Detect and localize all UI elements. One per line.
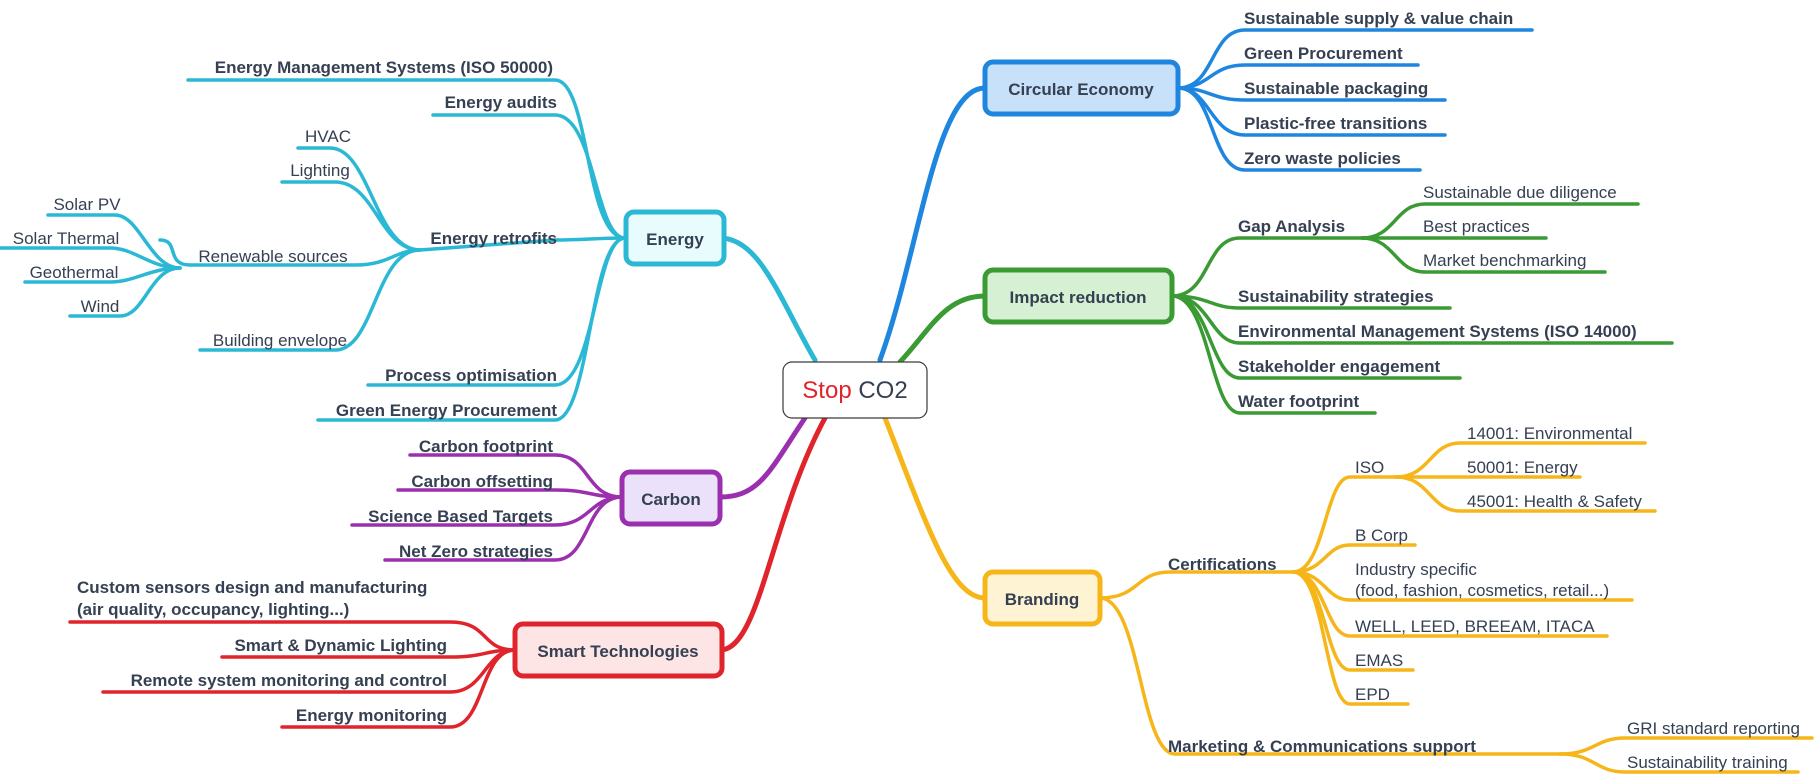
branch-carbon: Carbon Carbon footprint Carbon offsettin… <box>350 437 723 562</box>
impact-item-water[interactable]: Water footprint <box>1238 392 1360 411</box>
root-label-co2: CO2 <box>852 377 908 404</box>
carbon-item-footprint[interactable]: Carbon footprint <box>419 437 553 456</box>
root-label-stop: Stop <box>802 377 851 404</box>
branding-item-epd[interactable]: EPD <box>1355 685 1390 704</box>
energy-item-wind[interactable]: Wind <box>81 297 120 316</box>
energy-item-lighting[interactable]: Lighting <box>290 161 350 180</box>
impact-item-stakeholder[interactable]: Stakeholder engagement <box>1238 357 1441 376</box>
carbon-node-label: Carbon <box>641 490 701 509</box>
energy-item-solar-thermal[interactable]: Solar Thermal <box>13 229 119 248</box>
branding-node[interactable] <box>982 569 1103 627</box>
impact-item-ems14000[interactable]: Environmental Management Systems (ISO 14… <box>1238 322 1637 341</box>
smart-item-sensors-detail: (air quality, occupancy, lighting...) <box>77 600 349 619</box>
impact-item-benchmarking[interactable]: Market benchmarking <box>1423 251 1586 270</box>
branding-item-training[interactable]: Sustainability training <box>1627 753 1788 772</box>
energy-item-green-procurement[interactable]: Green Energy Procurement <box>336 401 557 420</box>
branding-item-industry[interactable]: Industry specific <box>1355 560 1477 579</box>
branch-energy: Energy Energy Management Systems (ISO 50… <box>0 58 727 422</box>
branding-item-gri[interactable]: GRI standard reporting <box>1627 719 1800 738</box>
smart-node[interactable] <box>512 621 725 679</box>
energy-item-retrofits[interactable]: Energy retrofits <box>430 229 557 248</box>
energy-item-audits[interactable]: Energy audits <box>445 93 557 112</box>
branding-item-certifications[interactable]: Certifications <box>1168 555 1277 574</box>
energy-node-label: Energy <box>646 230 704 249</box>
root-node-label: Stop CO2 <box>802 377 907 404</box>
connector-root-energy <box>717 235 818 363</box>
branch-circular: Circular Economy Sustainable supply & va… <box>982 9 1534 172</box>
carbon-node[interactable] <box>619 469 723 527</box>
energy-item-solar-pv[interactable]: Solar PV <box>53 195 121 214</box>
branch-impact: Impact reduction Gap Analysis Sustainabl… <box>982 183 1674 415</box>
root-node[interactable]: Stop CO2 <box>782 361 928 419</box>
energy-item-hvac[interactable]: HVAC <box>305 127 351 146</box>
smart-item-lighting[interactable]: Smart & Dynamic Lighting <box>234 636 447 655</box>
energy-item-geothermal[interactable]: Geothermal <box>30 263 119 282</box>
circular-item-procurement[interactable]: Green Procurement <box>1244 44 1403 63</box>
branding-item-bcorp[interactable]: B Corp <box>1355 526 1408 545</box>
impact-item-due-diligence[interactable]: Sustainable due diligence <box>1423 183 1617 202</box>
energy-item-process[interactable]: Process optimisation <box>385 366 557 385</box>
carbon-item-sbt[interactable]: Science Based Targets <box>368 507 553 526</box>
root-connectors <box>717 85 988 653</box>
branding-item-well[interactable]: WELL, LEED, BREEAM, ITACA <box>1355 617 1595 636</box>
branding-node-label: Branding <box>1005 590 1080 609</box>
energy-item-renewable[interactable]: Renewable sources <box>198 247 347 266</box>
branch-smart: Smart Technologies Custom sensors design… <box>68 578 725 729</box>
circular-node[interactable] <box>982 59 1181 117</box>
connector-root-impact <box>897 293 988 365</box>
branding-item-iso14001[interactable]: 14001: Environmental <box>1467 424 1632 443</box>
smart-item-monitoring[interactable]: Energy monitoring <box>296 706 447 725</box>
connector-root-smart <box>717 415 828 653</box>
smart-node-label: Smart Technologies <box>537 642 698 661</box>
branding-item-marketing[interactable]: Marketing & Communications support <box>1168 737 1476 756</box>
circular-node-label: Circular Economy <box>1008 80 1154 99</box>
energy-item-envelope[interactable]: Building envelope <box>213 331 347 350</box>
circular-item-packaging[interactable]: Sustainable packaging <box>1244 79 1428 98</box>
branding-item-iso45001[interactable]: 45001: Health & Safety <box>1467 492 1642 511</box>
impact-item-best-practices[interactable]: Best practices <box>1423 217 1530 236</box>
branch-branding: Branding Certifications ISO 14001: Envir… <box>982 424 1814 774</box>
impact-item-strategies[interactable]: Sustainability strategies <box>1238 287 1434 306</box>
energy-node[interactable] <box>623 209 727 267</box>
energy-item-ems[interactable]: Energy Management Systems (ISO 50000) <box>215 58 553 77</box>
circular-item-zero-waste[interactable]: Zero waste policies <box>1244 149 1401 168</box>
smart-item-sensors[interactable]: Custom sensors design and manufacturing <box>77 578 427 597</box>
impact-item-gap[interactable]: Gap Analysis <box>1238 217 1345 236</box>
circular-item-supply[interactable]: Sustainable supply & value chain <box>1244 9 1513 28</box>
impact-node-label: Impact reduction <box>1010 288 1147 307</box>
carbon-item-offsetting[interactable]: Carbon offsetting <box>411 472 553 491</box>
branding-item-emas[interactable]: EMAS <box>1355 651 1403 670</box>
smart-item-remote[interactable]: Remote system monitoring and control <box>131 671 447 690</box>
connector-root-circular <box>877 85 988 363</box>
root-node-box[interactable] <box>782 361 928 419</box>
branding-item-iso[interactable]: ISO <box>1355 458 1384 477</box>
connector-root-carbon <box>717 415 808 500</box>
branding-item-iso50001[interactable]: 50001: Energy <box>1467 458 1578 477</box>
branding-item-industry-detail: (food, fashion, cosmetics, retail...) <box>1355 581 1609 600</box>
impact-node[interactable] <box>982 267 1175 325</box>
connector-root-branding <box>882 415 988 601</box>
circular-item-plastic[interactable]: Plastic-free transitions <box>1244 114 1427 133</box>
carbon-item-net-zero[interactable]: Net Zero strategies <box>399 542 553 561</box>
